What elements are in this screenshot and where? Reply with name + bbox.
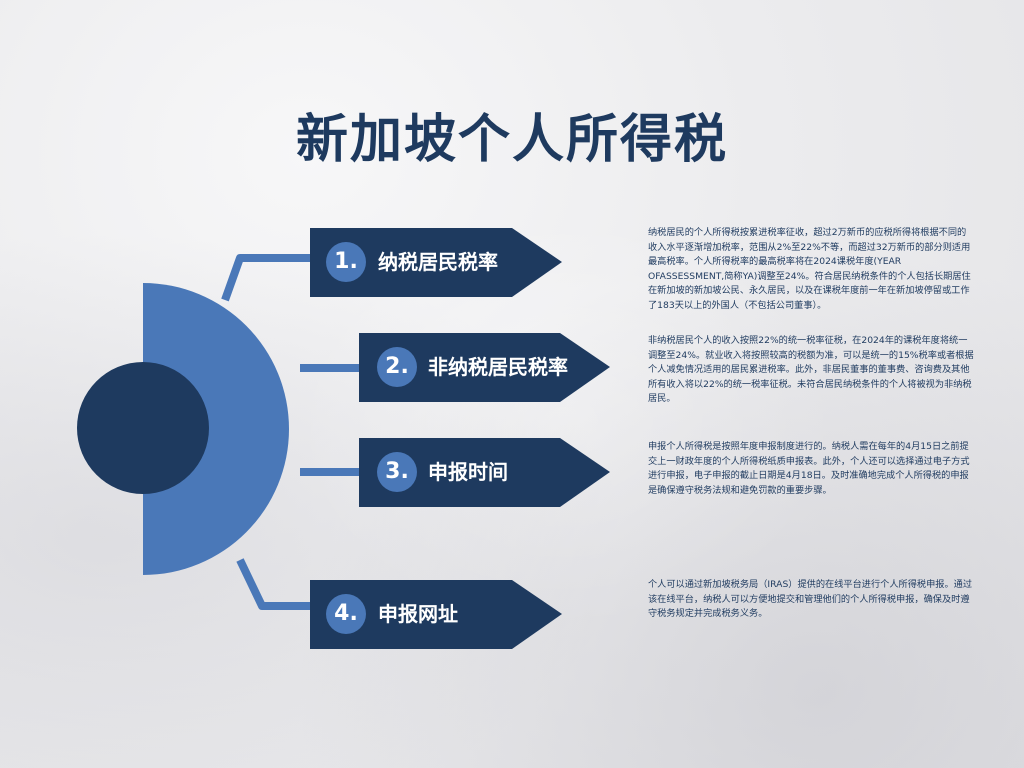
page-title: 新加坡个人所得税	[295, 110, 728, 170]
item-1-number-badge: 1.	[326, 242, 366, 282]
item-4-description: 个人可以通过新加坡税务局（IRAS）提供的在线平台进行个人所得税申报。通过该在线…	[648, 579, 973, 619]
item-2-number-badge: 2.	[377, 347, 417, 387]
hub-half-ring	[143, 283, 289, 575]
item-1-description: 纳税居民的个人所得税按累进税率征收，超过2万新币的应税所得将根据不同的收入水平逐…	[648, 227, 971, 311]
item-4-number-badge: 4.	[326, 594, 366, 634]
banner-3-shape	[359, 438, 610, 507]
banner-4-shape	[310, 580, 562, 649]
banner-1-shape	[310, 228, 562, 297]
connector-line-4	[236, 558, 310, 610]
item-3-description: 申报个人所得税是按照年度申报制度进行的。纳税人需在每年的4月15日之前提交上一财…	[648, 441, 970, 496]
item-2-description: 非纳税居民个人的收入按照22%的统一税率征税，在2024年的课税年度将统一调整至…	[648, 335, 974, 404]
item-2-heading: 非纳税居民税率	[428, 355, 568, 379]
item-3-heading: 申报时间	[428, 460, 508, 484]
hub-center-circle	[77, 362, 209, 494]
connector-line-1	[221, 254, 310, 302]
banner-2-shape	[359, 333, 610, 402]
item-4-heading: 申报网址	[378, 602, 458, 626]
item-3-number-badge: 3.	[377, 452, 417, 492]
item-1-heading: 纳税居民税率	[378, 250, 498, 274]
